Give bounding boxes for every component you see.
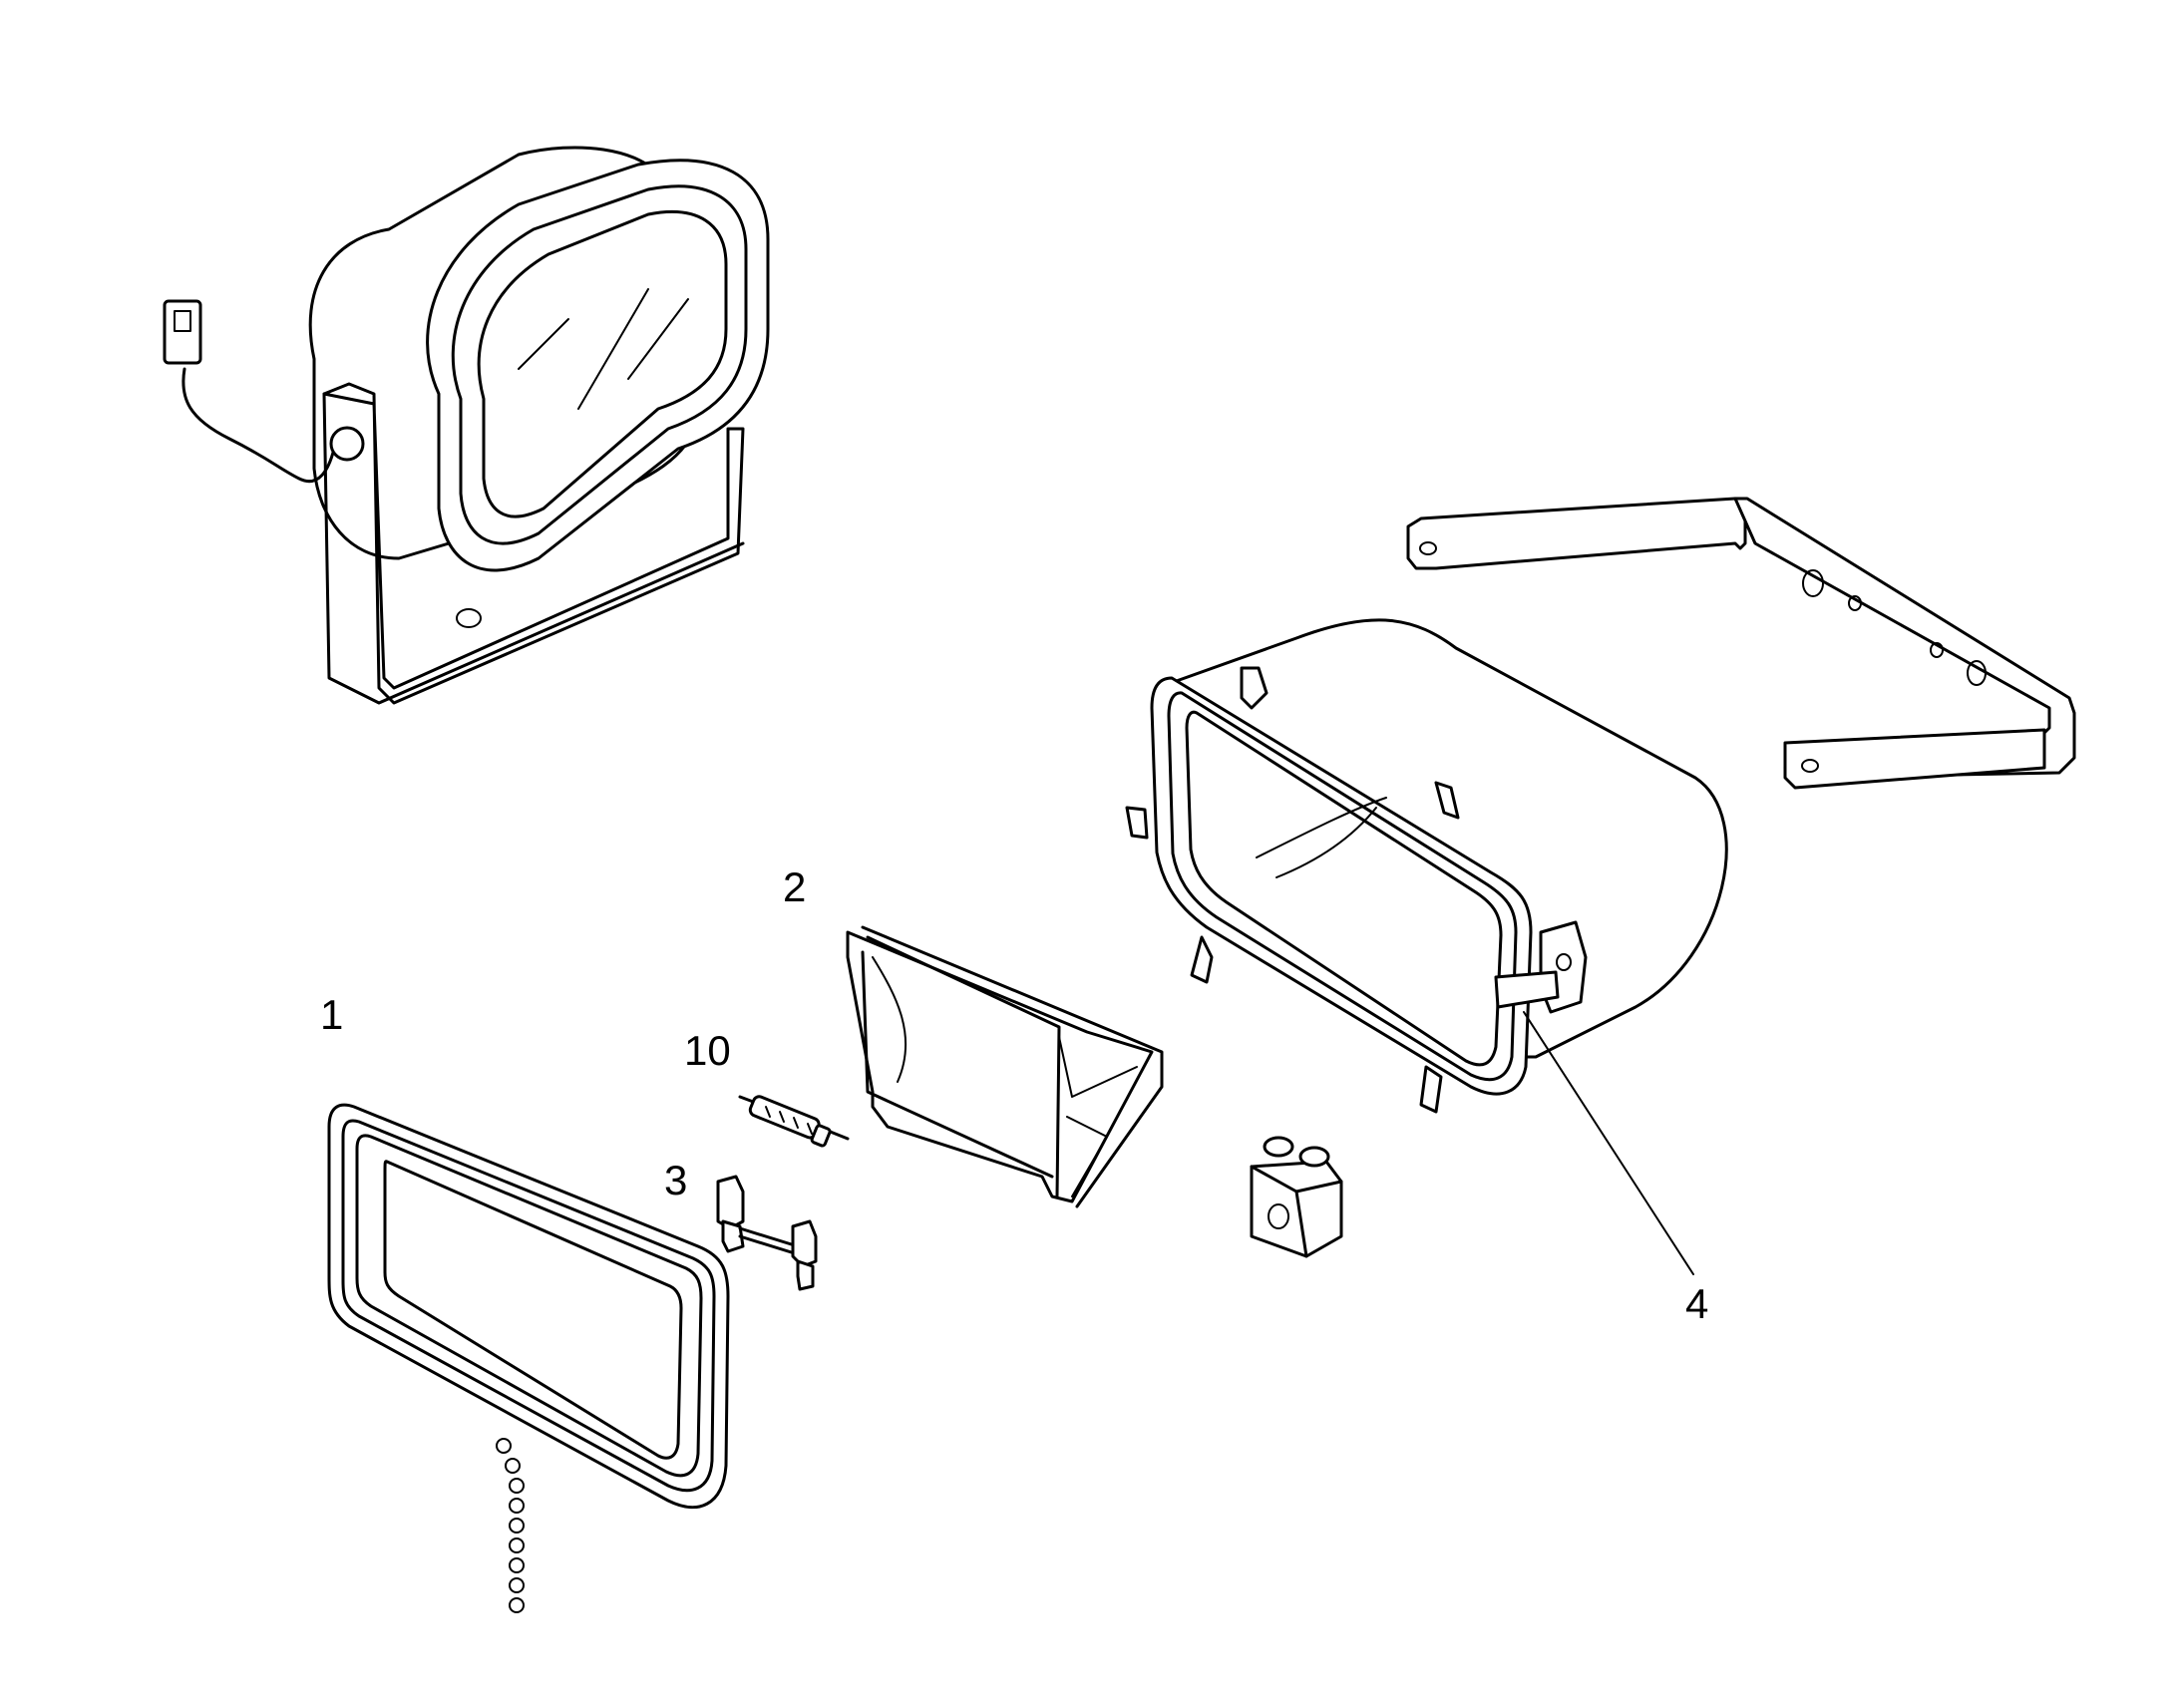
part-3-bulb-holder xyxy=(716,1175,818,1291)
lamp-front-bezel xyxy=(426,159,770,572)
lamp-lens xyxy=(477,209,728,518)
callout-2: 2 xyxy=(783,863,806,910)
mounting-bracket xyxy=(1406,497,2076,790)
part-10-bulb xyxy=(738,1095,850,1148)
switch-box xyxy=(1250,1136,1343,1258)
part-4-lamp-housing xyxy=(1125,618,1728,1114)
frame-bead-chain xyxy=(496,1438,525,1613)
callout-1: 1 xyxy=(320,991,343,1038)
lamp-yoke-bracket xyxy=(322,382,745,705)
assembled-work-lamp xyxy=(163,146,770,705)
yoke-bolt xyxy=(329,426,365,462)
part-1-front-frame xyxy=(327,1103,730,1613)
callout-4: 4 xyxy=(1685,1280,1708,1327)
callout-3: 3 xyxy=(664,1157,687,1203)
callout-4-leader xyxy=(1523,1011,1694,1275)
lamp-wire xyxy=(182,367,336,484)
part-2-reflector xyxy=(846,925,1164,1208)
callout-10: 10 xyxy=(684,1027,731,1074)
